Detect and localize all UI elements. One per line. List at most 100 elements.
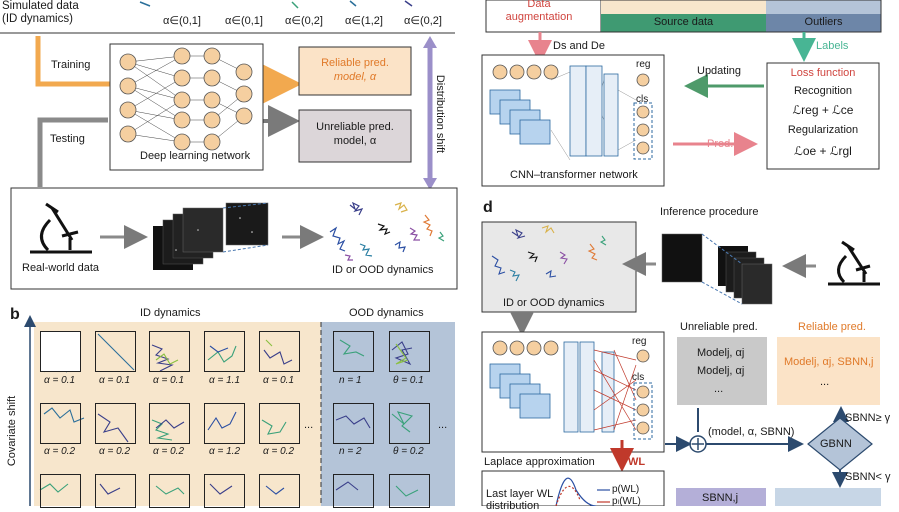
real-world-data-label: Real-world data: [22, 262, 100, 274]
data-aug-line1: Data: [527, 0, 551, 10]
image-stack-d: [661, 233, 773, 305]
loss-terms-regularization: ℒoe + ℒrgl: [794, 144, 852, 158]
id-ood-label-d: ID or OOD dynamics: [503, 297, 605, 309]
reliable-pred-label-d: Reliable pred.: [798, 321, 866, 333]
condition-lt-label: SBNN< γ: [845, 471, 891, 483]
trajectory-cell: [333, 403, 374, 444]
trajectory-cell: [259, 331, 300, 372]
loss-function-box: [766, 62, 880, 170]
row2-label-3: α = 0.2: [153, 446, 185, 457]
cnn-drawing-d: [489, 340, 653, 440]
ood-row2-label-2: θ = 0.2: [393, 446, 424, 457]
unreliable-dots: ...: [714, 383, 724, 395]
training-label: Training: [51, 59, 91, 71]
sbnn-j-label: SBNN,j: [702, 492, 739, 504]
id-ellipsis: ...: [304, 419, 314, 431]
reliable-pred-line1: Reliable pred.: [321, 57, 389, 69]
image-stack-a: [153, 202, 269, 270]
dl-network-nodes: [119, 47, 253, 151]
trajectory-cell: [149, 403, 190, 444]
row1-label-1: α = 0.1: [44, 375, 76, 386]
labels-label: Labels: [816, 40, 849, 52]
sbnn-box: [676, 488, 766, 506]
cnn-transformer-label: CNN–transformer network: [510, 169, 638, 181]
trajectory-cell: [95, 403, 136, 444]
unreliable-pred-label-d: Unreliable pred.: [680, 321, 758, 333]
alpha-range-1: α∈(0,1]: [163, 15, 201, 27]
distribution-shift-label: Distribution shift: [434, 74, 446, 154]
reliable-pred-line2: model, α: [333, 71, 377, 83]
ood-row1-label-1: n = 1: [339, 375, 362, 386]
trajectory-cell: [149, 331, 190, 372]
id-ood-label-a: ID or OOD dynamics: [332, 264, 434, 276]
trajectory-cell: [40, 331, 81, 372]
trajectory-cell: [389, 474, 430, 508]
alpha-range-5: α∈(0,2]: [404, 15, 442, 27]
regularization-label: Regularization: [787, 124, 859, 136]
pred-label: Pred.: [707, 138, 734, 150]
microscope-icon: [30, 202, 92, 254]
ood-row2-label-1: n = 2: [339, 446, 362, 457]
last-layer-label: Last layer WL: [486, 488, 554, 500]
trajectory-cluster-a: [329, 201, 445, 261]
trajectory-cell: [389, 331, 430, 372]
p-wl-label: p(WL): [612, 484, 640, 495]
cls-label-c: cls: [636, 94, 649, 105]
id-dynamics-bg: [34, 322, 321, 506]
cls-label-d: cls: [632, 372, 645, 383]
alpha-range-4: α∈(1,2]: [345, 15, 383, 27]
ood-dynamics-title: OOD dynamics: [349, 307, 424, 319]
outliers-bar: [766, 14, 881, 32]
trajectory-cell: [259, 403, 300, 444]
microscope-icon-d: [828, 240, 880, 286]
reliable-models-box: [777, 337, 880, 405]
reliable-dots: ...: [820, 376, 830, 388]
trajectory-cell: [204, 403, 245, 444]
source-data-bar: [601, 14, 766, 32]
loss-terms-recognition: ℒreg + ℒce: [792, 103, 854, 117]
gbnn-label: GBNN: [820, 438, 852, 450]
row1-label-3: α = 0.1: [153, 375, 185, 386]
reliable-pred-box: [298, 46, 412, 96]
wl-label: WL: [628, 456, 646, 468]
testing-label: Testing: [50, 133, 85, 145]
distribution-label: distribution: [486, 500, 540, 512]
row1-label-2: α = 0.1: [99, 375, 131, 386]
ds-de-label: Ds and De: [553, 40, 605, 52]
trajectory-cell: [389, 403, 430, 444]
trajectory-cell: [149, 474, 190, 508]
panel-d-letter: d: [483, 199, 493, 216]
row2-label-1: α = 0.2: [44, 446, 76, 457]
trajectory-cell: [333, 331, 374, 372]
inference-procedure-label: Inference procedure: [660, 206, 759, 218]
cnn-drawing-c: [489, 64, 653, 161]
unreliable-pred-line2: model, α: [333, 135, 377, 147]
ood-dynamics-bg: [321, 322, 455, 506]
id-ood-box-d: [481, 221, 637, 313]
row1-label-5: α = 0.1: [263, 375, 295, 386]
b-cell-trajectories: [39, 333, 419, 497]
trajectory-cell: [204, 474, 245, 508]
unreliable-pred-line1: Unreliable pred.: [316, 121, 394, 133]
ood-ellipsis: ...: [438, 419, 448, 431]
trajectory-cluster-d: [491, 225, 607, 282]
ood-row1-label-2: θ = 0.1: [393, 375, 424, 386]
unreliable-model-2: Modelj, αj: [697, 365, 745, 377]
condition-ge-label: SBNN≥ γ: [845, 412, 891, 424]
id-dynamics-title: ID dynamics: [140, 307, 201, 319]
trajectory-cell: [95, 331, 136, 372]
laplace-curves: [555, 477, 610, 506]
updating-label: Updating: [697, 65, 742, 77]
trajectory-cell: [40, 474, 81, 508]
reg-label-c: reg: [636, 59, 651, 70]
row2-label-4: α = 1.2: [209, 446, 241, 457]
unreliable-pred-box: [298, 109, 412, 163]
panel-b-letter: b: [10, 306, 20, 323]
testing-arrow: [37, 117, 108, 187]
trajectory-cell: [259, 474, 300, 508]
trajectory-cell: [95, 474, 136, 508]
laplace-label: Laplace approximation: [484, 456, 595, 468]
trajectory-cell: [40, 403, 81, 444]
recognition-label: Recognition: [793, 85, 853, 97]
row2-label-5: α = 0.2: [263, 446, 295, 457]
